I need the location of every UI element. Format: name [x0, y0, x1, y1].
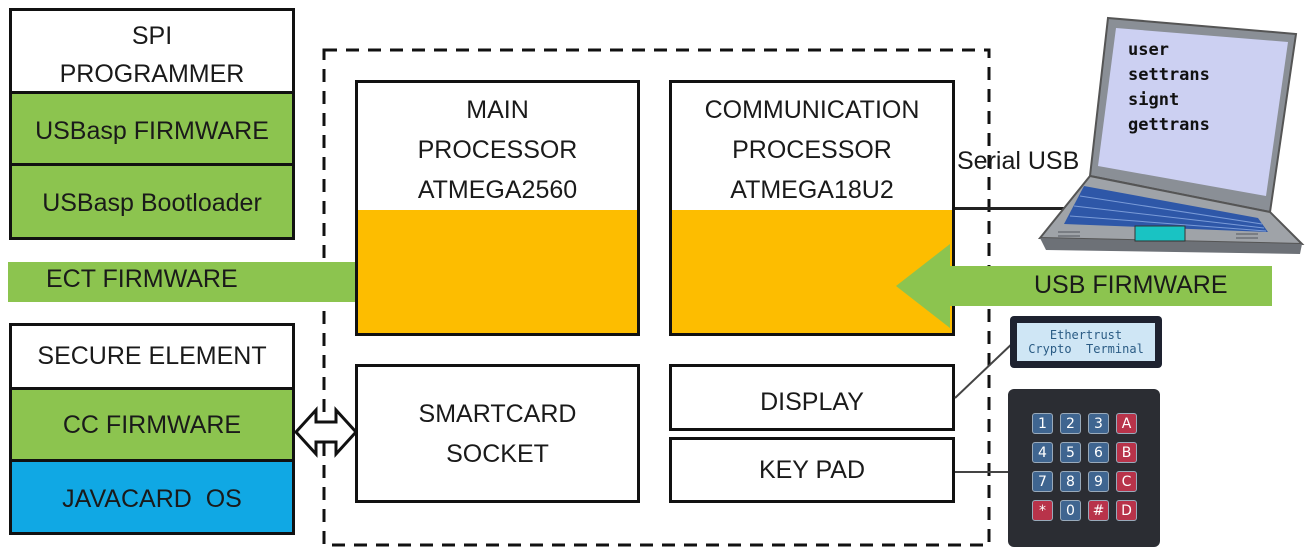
- main-processor-line2: PROCESSOR: [417, 136, 578, 164]
- serial-usb-line: [955, 207, 1067, 210]
- laptop-command: gettrans: [1128, 115, 1210, 135]
- comm-processor-line2: PROCESSOR: [732, 136, 892, 164]
- laptop-command: signt: [1128, 90, 1180, 110]
- spi-label: SPI: [131, 22, 173, 50]
- keypad-key: #: [1088, 500, 1109, 521]
- programmer-label: PROGRAMMER: [59, 60, 245, 88]
- keypad-key: 2: [1060, 413, 1081, 434]
- keypad-block: KEY PAD: [669, 437, 955, 503]
- keypad-key: 4: [1032, 442, 1053, 463]
- laptop-screen-commands: user settrans signt gettrans: [1128, 38, 1210, 138]
- keypad-key: 7: [1032, 471, 1053, 492]
- keypad-key: A: [1116, 413, 1137, 434]
- lcd-screen: Ethertrust Crypto Terminal: [1017, 323, 1155, 361]
- laptop-command: user: [1128, 40, 1169, 60]
- usbasp-firmware-block: USBasp FIRMWARE: [9, 91, 295, 166]
- keypad-key: 6: [1088, 442, 1109, 463]
- usb-firmware-label: USB FIRMWARE: [1034, 271, 1228, 299]
- lcd-line: Crypto Terminal: [1028, 342, 1144, 356]
- keypad-key: 3: [1088, 413, 1109, 434]
- lcd-display-icon: Ethertrust Crypto Terminal: [1010, 316, 1162, 368]
- keypad-key: 8: [1060, 471, 1081, 492]
- keypad-key: *: [1032, 500, 1053, 521]
- usbasp-bootloader-block: USBasp Bootloader: [9, 163, 295, 240]
- keypad-key: 1: [1032, 413, 1053, 434]
- keypad-key: C: [1116, 471, 1137, 492]
- main-processor-line3: ATMEGA2560: [417, 176, 578, 204]
- javacard-os-block: JAVACARD OS: [9, 459, 295, 535]
- usbasp-bootloader-label: USBasp Bootloader: [42, 189, 262, 217]
- lcd-line: Ethertrust: [1049, 328, 1123, 342]
- comm-processor-line1: COMMUNICATION: [704, 96, 920, 124]
- secure-element-label: SECURE ELEMENT: [37, 342, 267, 370]
- display-label: DISPLAY: [760, 388, 864, 416]
- keypad-label: KEY PAD: [758, 456, 866, 484]
- spi-programmer-header: SPI PROGRAMMER: [9, 8, 295, 94]
- comm-processor-block: COMMUNICATION PROCESSOR ATMEGA18U2: [669, 80, 955, 336]
- laptop-command: settrans: [1128, 65, 1210, 85]
- keypad-key: D: [1116, 500, 1137, 521]
- main-processor-firmware-area: [358, 210, 637, 333]
- ect-firmware-label: ECT FIRMWARE: [46, 265, 238, 293]
- keypad-key: B: [1116, 442, 1137, 463]
- keypad-key: 9: [1088, 471, 1109, 492]
- comm-processor-firmware-area: [672, 210, 952, 333]
- socket-label: SOCKET: [446, 440, 549, 468]
- smartcard-label: SMARTCARD: [418, 400, 577, 428]
- cc-firmware-label: CC FIRMWARE: [62, 411, 242, 439]
- usbasp-firmware-label: USBasp FIRMWARE: [35, 117, 269, 145]
- secure-element-header: SECURE ELEMENT: [9, 323, 295, 390]
- display-block: DISPLAY: [669, 364, 955, 431]
- cc-firmware-block: CC FIRMWARE: [9, 387, 295, 462]
- javacard-os-label: JAVACARD OS: [62, 485, 242, 513]
- comm-processor-line3: ATMEGA18U2: [730, 176, 894, 204]
- main-processor-block: MAIN PROCESSOR ATMEGA2560: [355, 80, 640, 336]
- main-processor-line1: MAIN: [466, 96, 529, 124]
- serial-usb-label: Serial USB: [957, 147, 1080, 175]
- smartcard-socket-block: SMARTCARD SOCKET: [355, 364, 640, 503]
- keypad-key: 0: [1060, 500, 1081, 521]
- keypad-key: 5: [1060, 442, 1081, 463]
